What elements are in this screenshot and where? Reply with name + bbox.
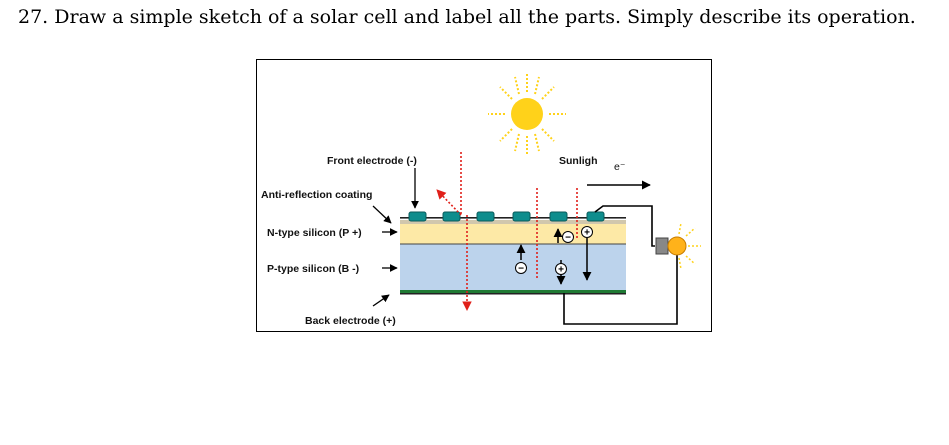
electron-symbol-1: −: [518, 264, 524, 275]
anti-reflection-label: Anti-reflection coating: [261, 189, 372, 201]
anti-reflection-layer: [400, 220, 626, 224]
electron-label: e⁻: [614, 161, 625, 173]
anti-reflection-leader: [372, 205, 392, 224]
back-electrode-layer: [400, 290, 626, 293]
p-type-label: P-type silicon (B -): [267, 263, 359, 275]
solar-cell-diagram: − − + + Front electrode (-) Anti-reflect…: [256, 59, 712, 332]
sun-icon: [488, 74, 566, 154]
front-electrode-label: Front electrode (-): [327, 155, 417, 167]
hole-symbol-2: +: [584, 228, 590, 239]
n-type-label: N-type silicon (P +): [267, 227, 362, 239]
back-electrode-label: Back electrode (+): [305, 315, 396, 327]
diagram-canvas: − − + + Front electrode (-) Anti-reflect…: [261, 74, 701, 327]
question-text: 27. Draw a simple sketch of a solar cell…: [18, 6, 916, 28]
electron-symbols: − −: [515, 231, 574, 275]
electron-symbol-2: −: [565, 233, 571, 244]
sunlight-label: Sunligh: [559, 155, 598, 167]
front-electrode-contacts: [408, 211, 605, 222]
p-type-layer: [400, 244, 626, 290]
back-electrode-leader: [372, 294, 390, 307]
hole-symbols: + +: [555, 226, 593, 276]
light-bulb-icon: [655, 222, 701, 270]
hole-symbol-1: +: [558, 265, 564, 276]
sunlight-rays: [436, 152, 578, 311]
